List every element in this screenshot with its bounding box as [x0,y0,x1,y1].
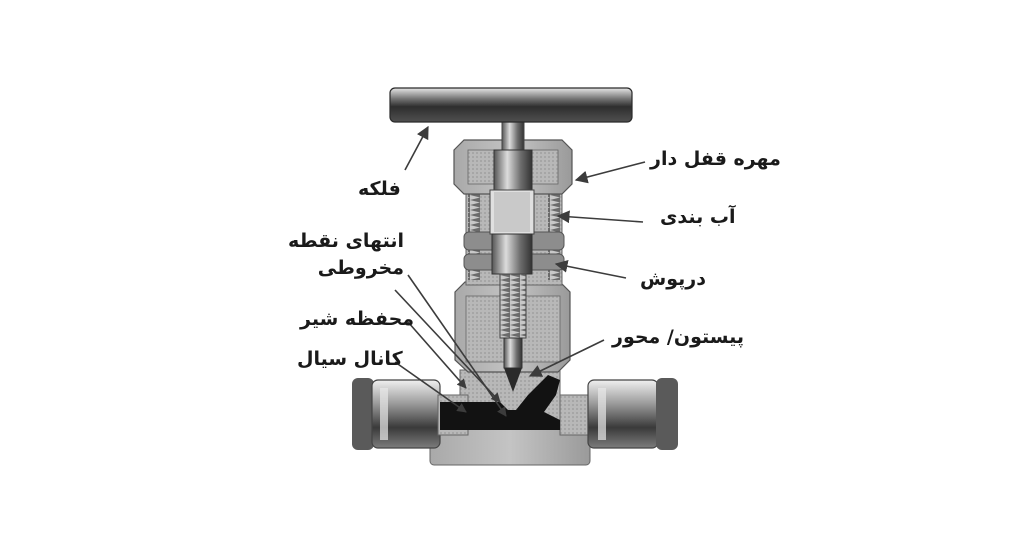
piston-stem-pointer-arrow [528,339,605,377]
label-valve-body: محفظه شیر [300,308,415,330]
label-piston-stem: پیستون/ محور [612,326,744,348]
handle-bar [389,87,633,123]
label-lock-nut: مهره قفل دار [650,148,781,170]
cone-tip-pointer-line-b [394,289,501,403]
cone-tip-pointer-line-a [407,274,507,417]
bonnet-pointer-arrow [554,259,627,279]
handle-pointer-arrow [404,125,429,171]
right-end-fitting [559,378,678,450]
label-cone-tip-line2: مخروطی [317,257,404,279]
fluid-channel-pointer-line [394,361,467,413]
lock-nut-pointer-arrow [574,161,646,184]
label-bonnet: درپوش [640,268,706,290]
label-pointers [394,125,646,417]
label-seal: آب بندی [660,206,736,228]
label-fluid-channel: کانال سیال [297,348,403,370]
label-handle: فلکه [358,178,401,200]
seal-pointer-arrow [556,210,644,224]
valve-body-pointer-line [407,321,467,389]
stem [489,121,535,392]
label-cone-tip-line1: انتهای نقطه [288,230,404,252]
